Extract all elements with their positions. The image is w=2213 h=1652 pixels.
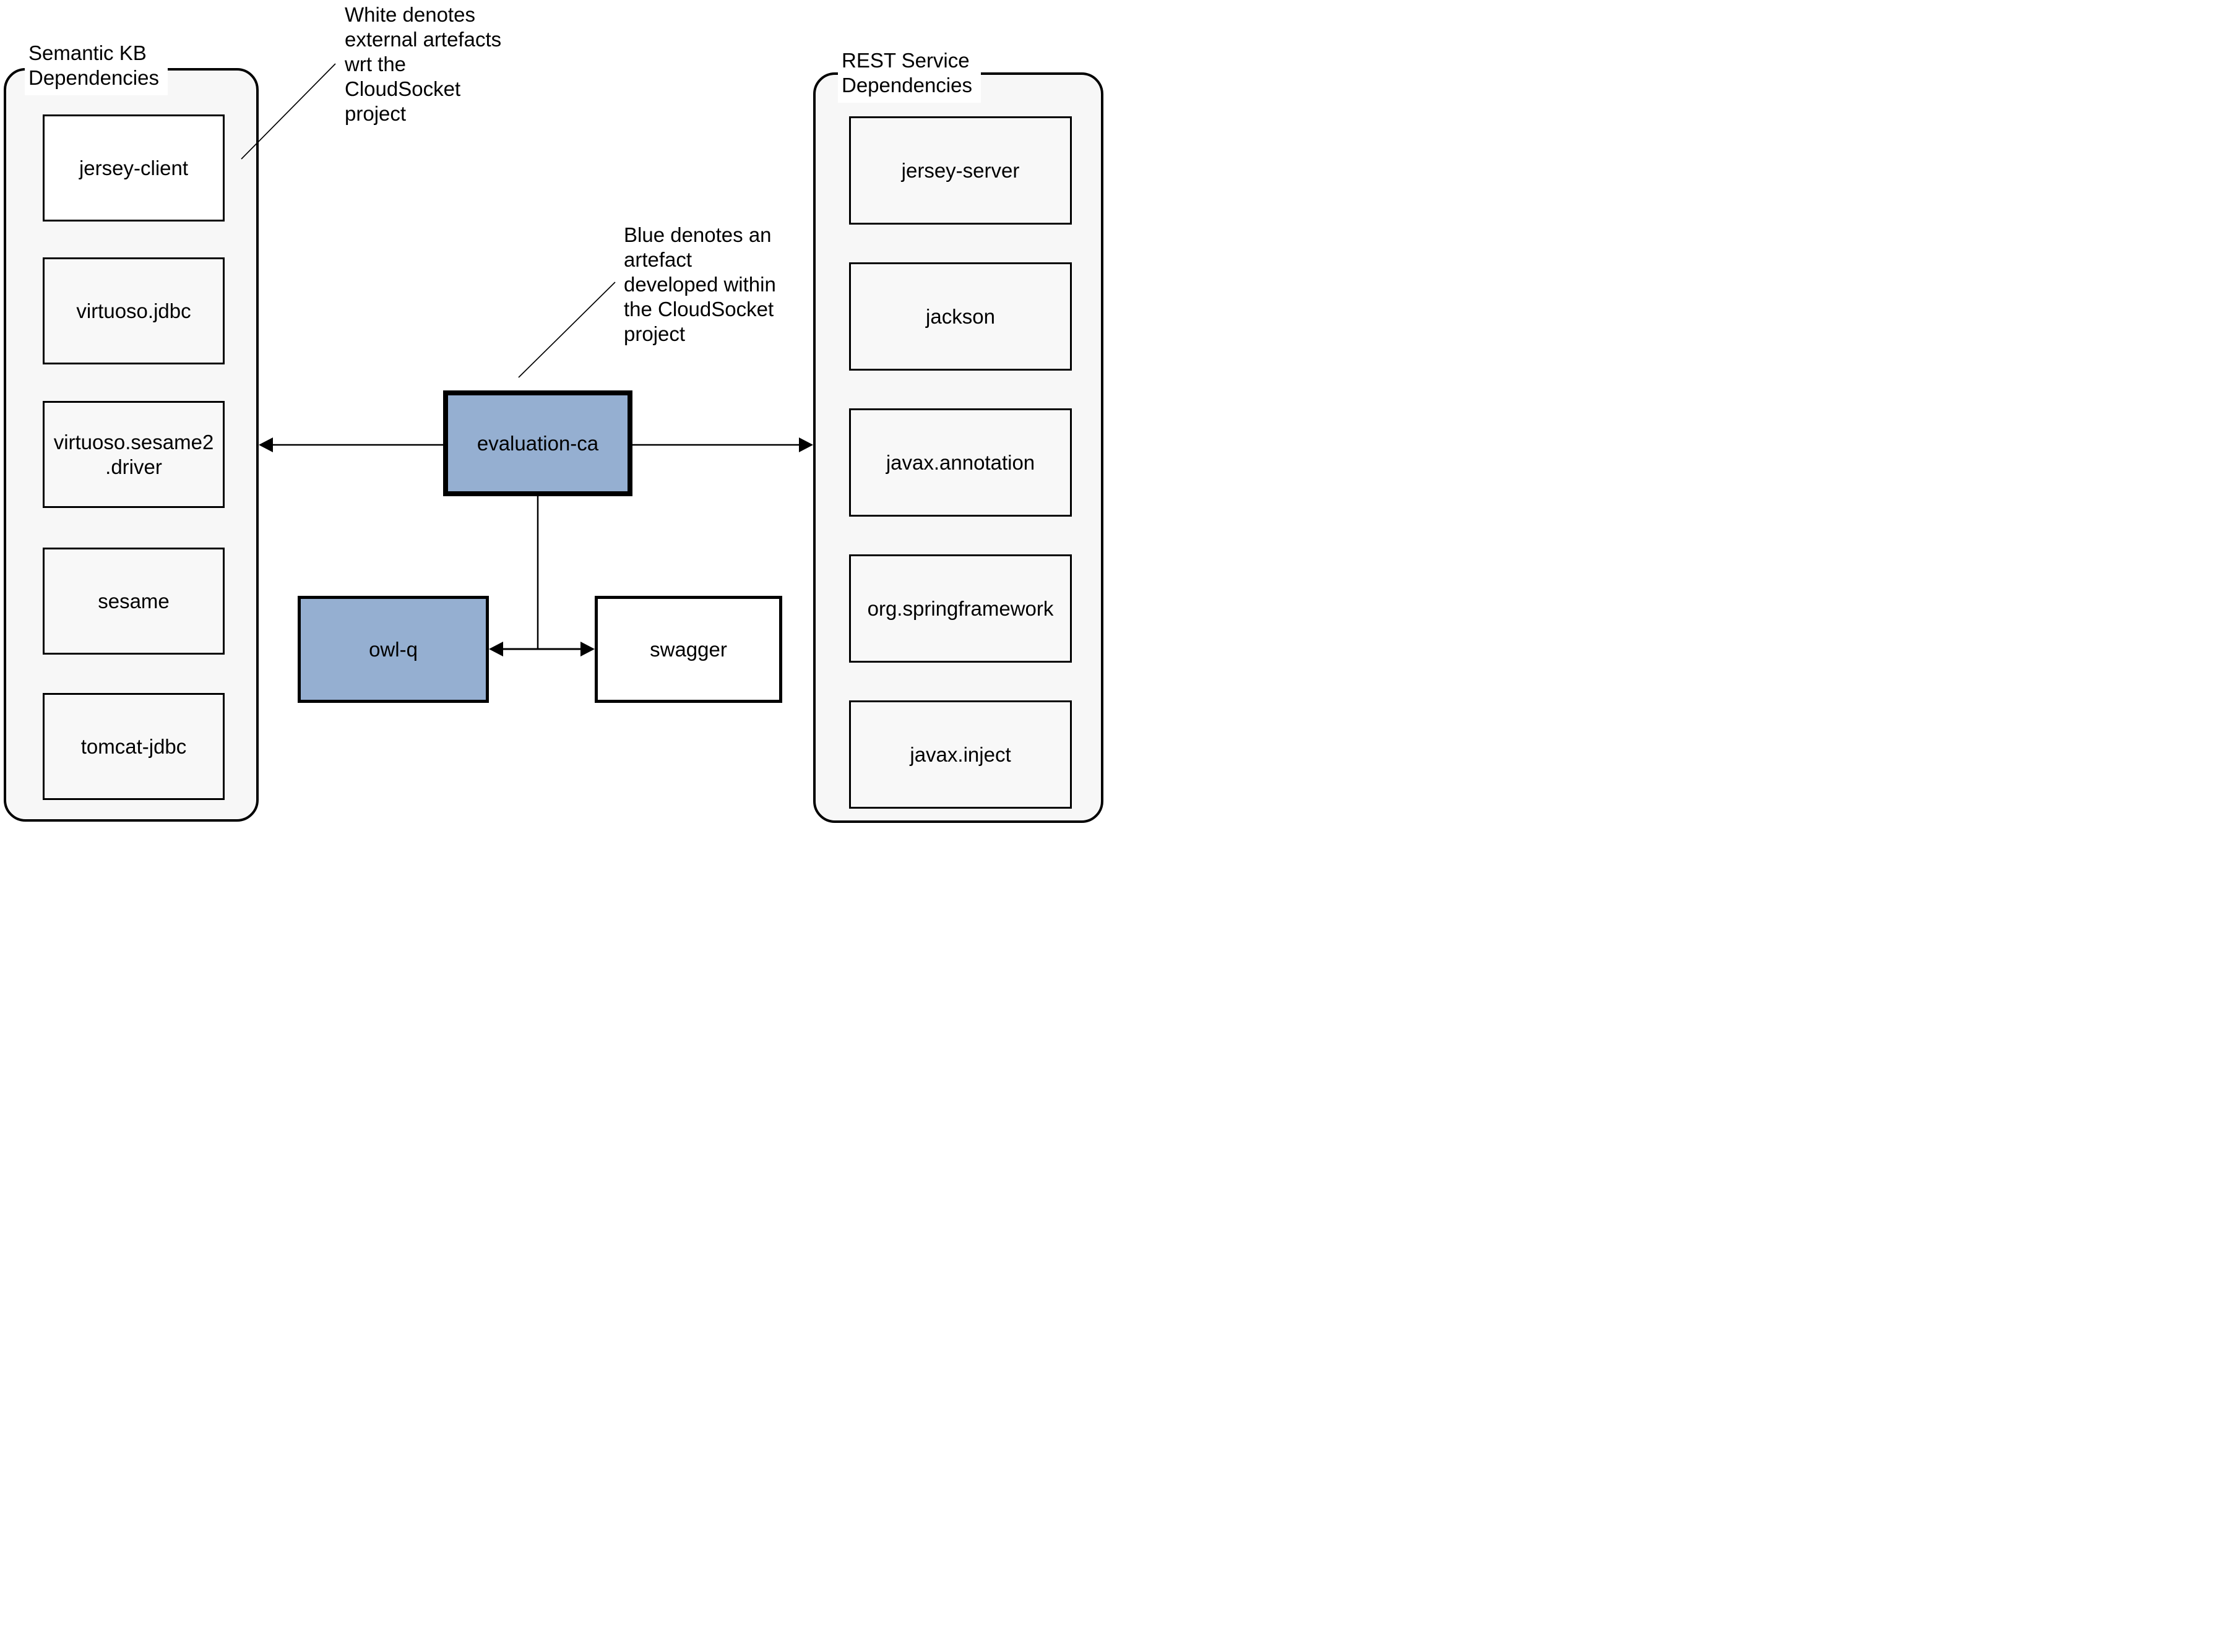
node-virtuoso-jdbc: virtuoso.jdbc	[43, 257, 225, 364]
rest-service-panel-title: REST Service Dependencies	[838, 47, 981, 103]
node-virtuoso-sesame2-driver: virtuoso.sesame2 .driver	[43, 401, 225, 508]
node-evaluation-ca: evaluation-ca	[443, 390, 632, 496]
node-jackson: jackson	[849, 262, 1072, 371]
node-jersey-client: jersey-client	[43, 114, 225, 222]
connector-layer	[241, 63, 813, 656]
dependency-diagram: Semantic KB Dependencies REST Service De…	[0, 0, 1106, 826]
double-arrow-owlq-swagger	[489, 642, 595, 656]
node-jersey-server: jersey-server	[849, 116, 1072, 225]
node-swagger: swagger	[595, 596, 782, 703]
white-artefact-note: White denotes external artefacts wrt the…	[345, 3, 502, 125]
arrow-to-rest-service	[632, 437, 813, 452]
blue-note-leader-line	[518, 282, 616, 378]
node-javax-annotation: javax.annotation	[849, 408, 1072, 517]
node-javax-inject: javax.inject	[849, 700, 1072, 809]
semantic-kb-panel-title: Semantic KB Dependencies	[25, 40, 168, 95]
arrow-to-semantic-kb	[259, 437, 443, 452]
node-org-springframework: org.springframework	[849, 554, 1072, 663]
node-tomcat-jdbc: tomcat-jdbc	[43, 693, 225, 800]
blue-artefact-note: Blue denotes an artefact developed withi…	[624, 223, 776, 345]
node-owl-q: owl-q	[298, 596, 489, 703]
node-sesame: sesame	[43, 548, 225, 655]
white-note-leader-line	[241, 63, 336, 160]
